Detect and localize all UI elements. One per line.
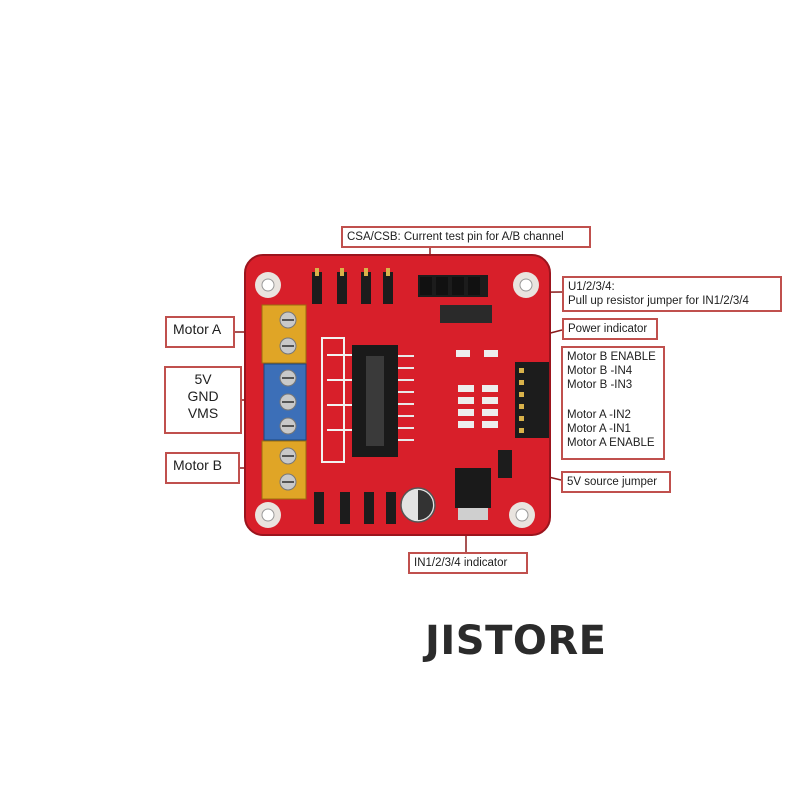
capacitor-icon bbox=[400, 487, 436, 523]
callout-5v-source-jumper: 5V source jumper bbox=[561, 471, 671, 493]
terminal-block-power bbox=[263, 363, 307, 441]
voltage-regulator-icon bbox=[455, 468, 491, 520]
top-pin-headers bbox=[312, 272, 393, 304]
brand-logo-text: JISTORE bbox=[425, 618, 607, 664]
bottom-pin-headers bbox=[314, 492, 396, 524]
callout-power-terminal: 5V GND VMS bbox=[164, 366, 242, 434]
pin-label: Motor B -IN3 bbox=[567, 379, 633, 391]
callout-csa-csb: CSA/CSB: Current test pin for A/B channe… bbox=[341, 226, 591, 248]
control-pin-header bbox=[515, 362, 549, 438]
callout-motor-a: Motor A bbox=[165, 316, 235, 348]
callout-motor-b: Motor B bbox=[165, 452, 240, 484]
pin-label: Motor A ENABLE bbox=[567, 437, 655, 449]
pin-label: Motor B -IN4 bbox=[567, 365, 633, 377]
terminal-block-motor-a bbox=[261, 304, 307, 364]
callout-pullup-jumper: U1/2/3/4: Pull up resistor jumper for IN… bbox=[562, 276, 782, 312]
pin-label: Motor A -IN2 bbox=[567, 409, 631, 421]
mounting-hole-icon bbox=[255, 272, 539, 528]
jumper-block bbox=[418, 275, 492, 323]
pin-label: Motor A -IN1 bbox=[567, 423, 631, 435]
terminal-block-motor-b bbox=[261, 440, 307, 500]
l298n-chip-icon bbox=[352, 345, 398, 457]
callout-power-indicator: Power indicator bbox=[562, 318, 658, 340]
pin-label: Motor B ENABLE bbox=[567, 351, 656, 363]
callout-control-pins: Motor B ENABLE Motor B -IN4 Motor B -IN3… bbox=[561, 346, 665, 460]
smd-resistors bbox=[456, 350, 498, 428]
5v-jumper bbox=[498, 450, 512, 478]
callout-in-indicator: IN1/2/3/4 indicator bbox=[408, 552, 528, 574]
chip-pins bbox=[398, 355, 414, 441]
